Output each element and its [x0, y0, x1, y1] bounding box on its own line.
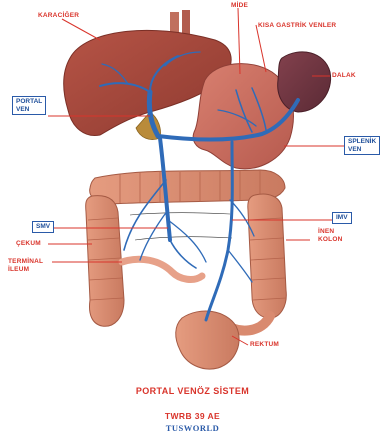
descending-colon [248, 194, 287, 318]
label-inen-kolon-line1: İNEN [318, 228, 342, 236]
label-terminal-ileum-line1: TERMİNAL [8, 258, 43, 266]
label-inen-kolon: İNEN KOLON [318, 228, 342, 243]
inferior-mesenteric-vein [206, 142, 232, 320]
label-splenik-ven-line1: SPLENİK [348, 138, 376, 146]
brand-logo: TUSWORLD [0, 423, 385, 433]
terminal-ileum [122, 259, 202, 279]
label-splenik-ven: SPLENİK VEN [344, 136, 380, 155]
label-rektum: REKTUM [250, 341, 279, 349]
label-portal-ven-line2: VEN [16, 106, 42, 114]
label-terminal-ileum-line2: İLEUM [8, 266, 43, 274]
label-smv: SMV [32, 221, 54, 233]
spleen [278, 52, 331, 112]
label-dalak: DALAK [332, 72, 356, 80]
label-portal-ven-line1: PORTAL [16, 98, 42, 106]
label-cekum: ÇEKUM [16, 240, 41, 248]
ascending-colon [86, 196, 124, 327]
label-karaciger: KARACİĞER [38, 12, 79, 20]
label-splenik-ven-line2: VEN [348, 146, 376, 154]
diagram-title: PORTAL VENÖZ SİSTEM [0, 386, 385, 396]
label-imv: IMV [332, 212, 352, 224]
label-inen-kolon-line2: KOLON [318, 236, 342, 244]
label-portal-ven: PORTAL VEN [12, 96, 46, 115]
diagram-code: TWRB 39 AE [0, 411, 385, 421]
label-kisa-gastrik-venler: KISA GASTRİK VENLER [258, 22, 336, 30]
mesentery-outline [130, 213, 232, 240]
label-terminal-ileum: TERMİNAL İLEUM [8, 258, 43, 273]
label-mide: MİDE [231, 2, 248, 10]
